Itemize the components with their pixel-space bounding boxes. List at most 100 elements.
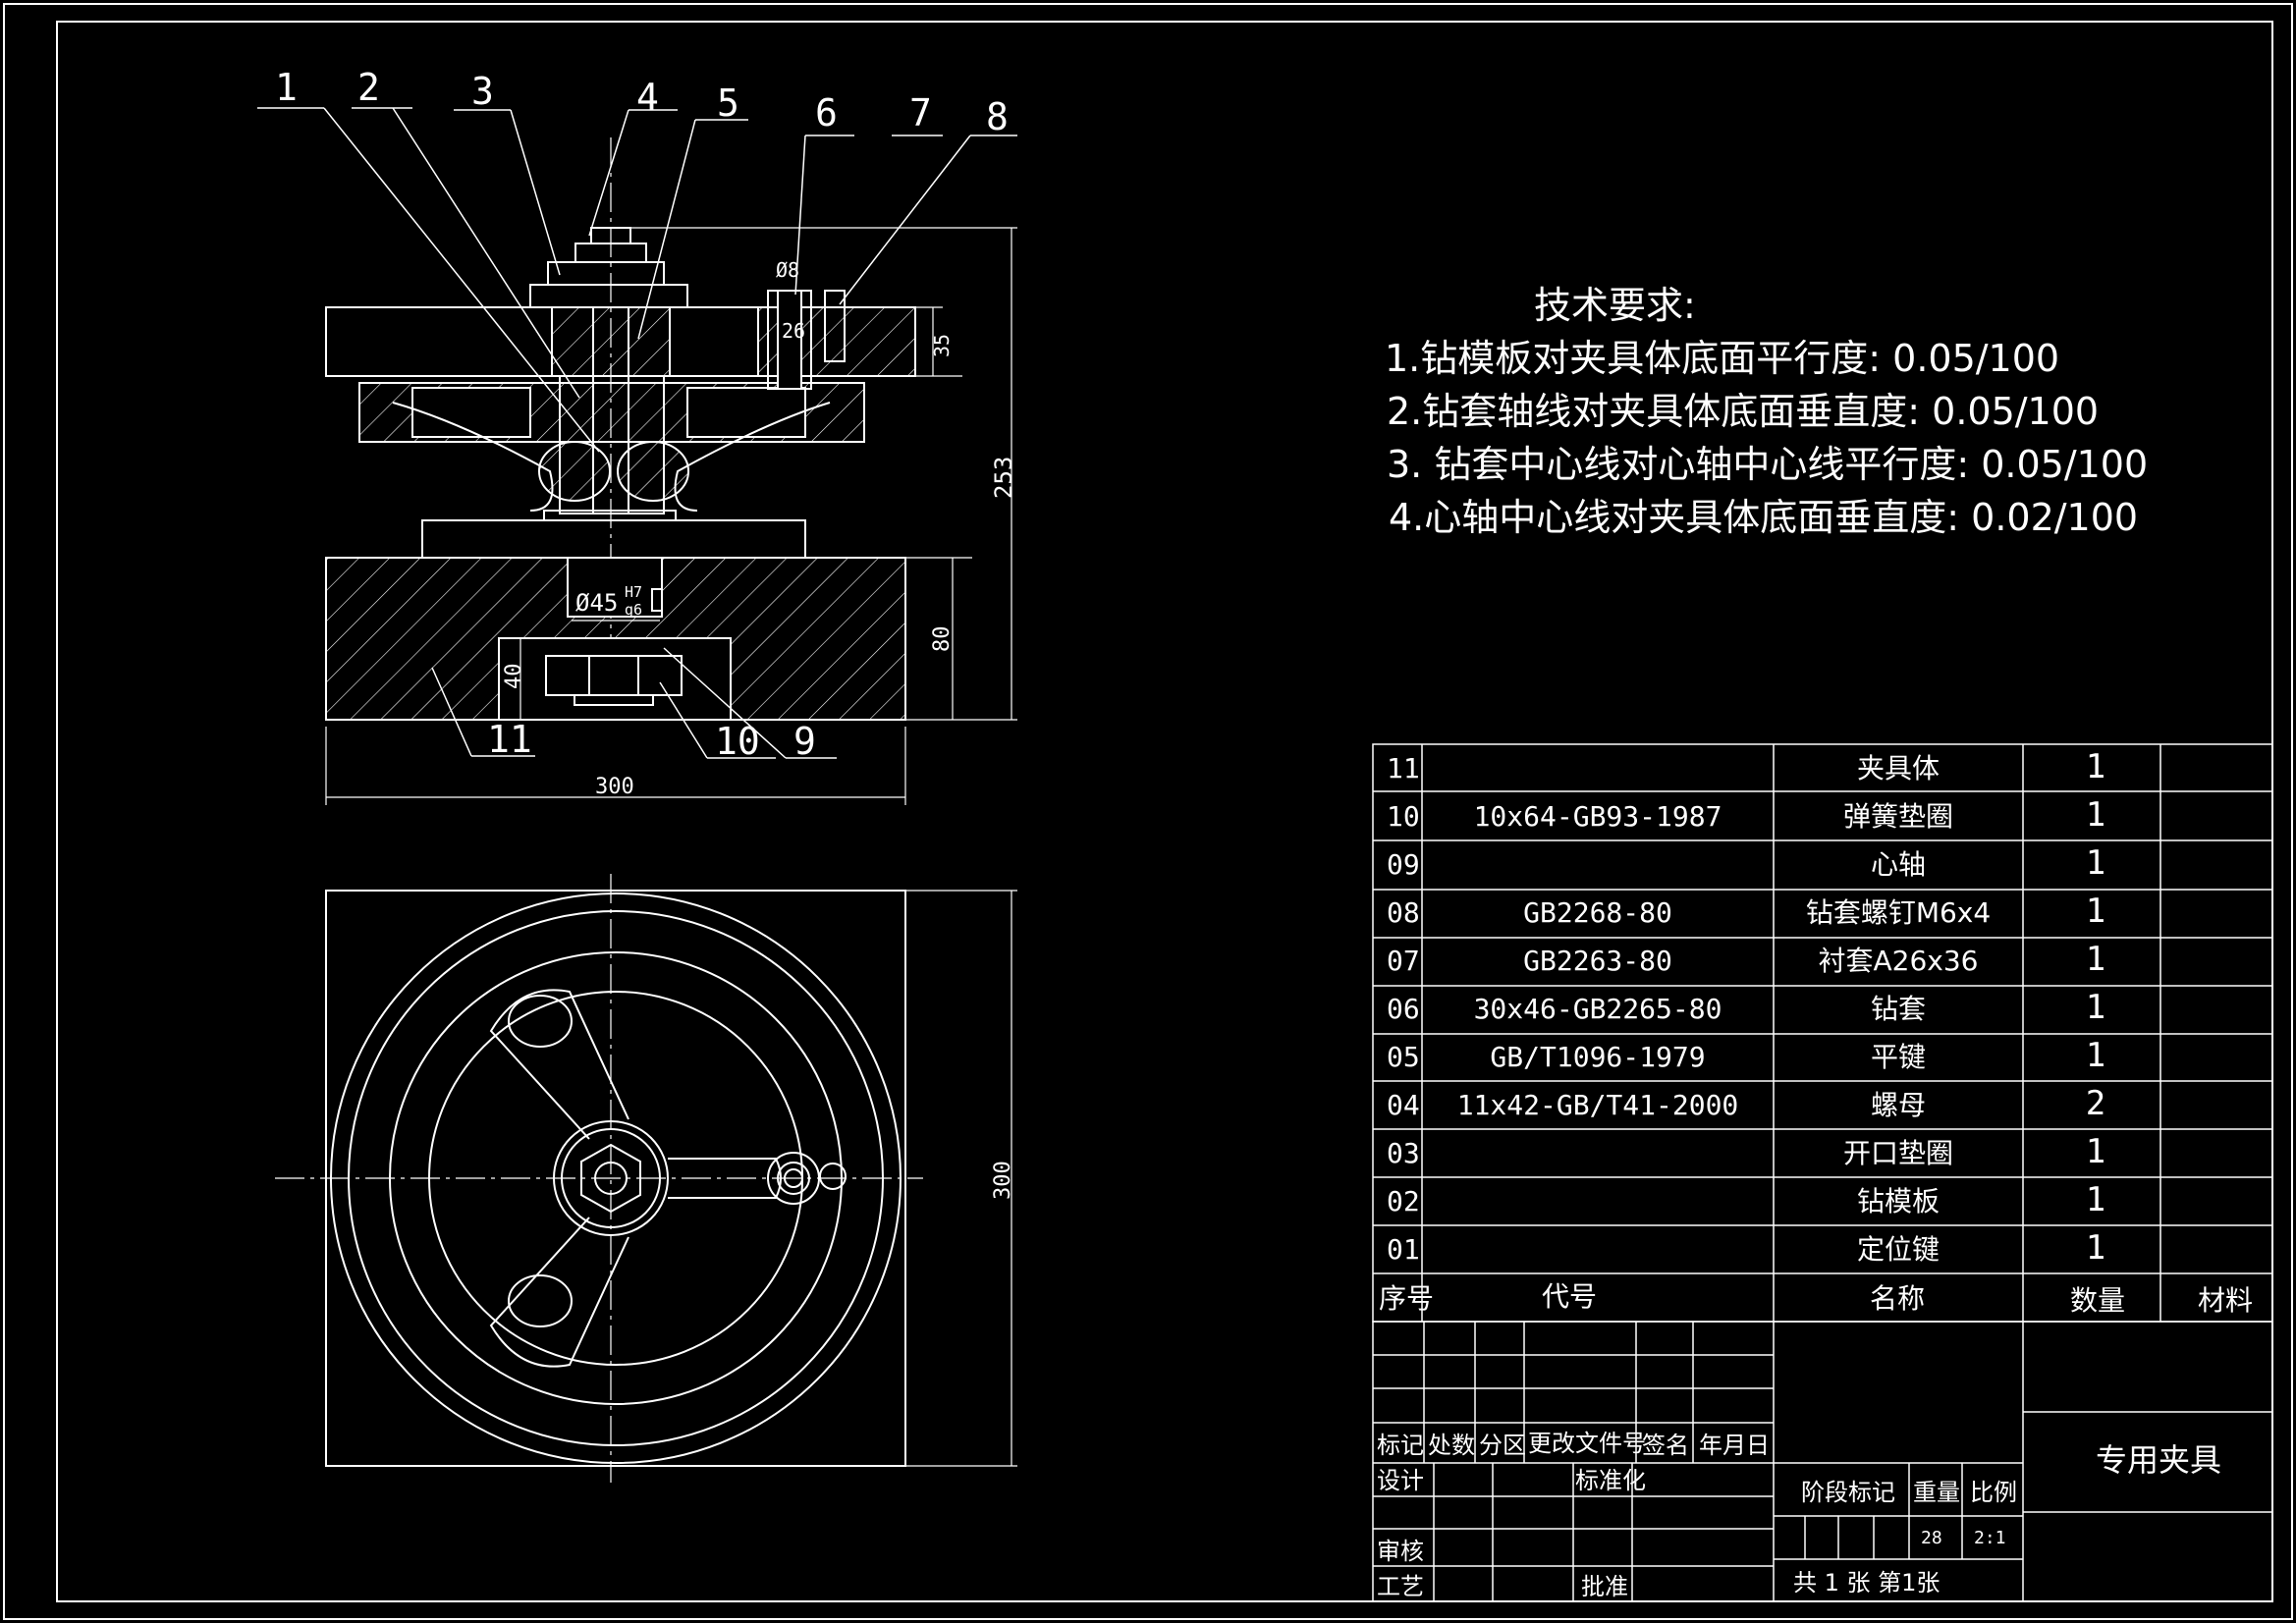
parts-row-10-code: 10x64-GB93-1987 (1474, 800, 1722, 833)
outer-border (3, 3, 2293, 1620)
parts-row-02-name: 钻模板 (1857, 1185, 1940, 1217)
tb-design: 设计 (1377, 1467, 1424, 1494)
rev-h-file: 更改文件号 (1528, 1430, 1646, 1457)
tech-req-title: 技术要求: (1534, 284, 1696, 327)
center-lines (275, 874, 923, 1483)
parts-row-03-qty: 1 (2086, 1132, 2105, 1171)
parts-row-05-qty: 1 (2086, 1036, 2105, 1075)
rev-h-mark: 标记 (1377, 1432, 1424, 1459)
header-qty: 数量 (2070, 1284, 2125, 1317)
front-section-view (325, 137, 916, 721)
dim-width: 300 (595, 775, 634, 799)
parts-row-11-name: 夹具体 (1857, 752, 1940, 784)
part-label-2: 2 (357, 66, 380, 109)
part-label-1: 1 (275, 66, 298, 109)
parts-row-06-qty: 1 (2086, 988, 2105, 1027)
parts-row-04-no: 04 (1387, 1089, 1420, 1121)
rev-h-sign: 签名 (1642, 1432, 1689, 1459)
tb-process: 工艺 (1377, 1573, 1424, 1600)
header-no: 序号 (1379, 1282, 1434, 1315)
parts-row-06-no: 06 (1387, 993, 1420, 1025)
parts-row-06-name: 钻套 (1871, 993, 1926, 1025)
part-label-5: 5 (717, 81, 739, 125)
dim-drill-diameter: Ø8 (776, 258, 799, 282)
technical-requirements: 技术要求: 1.钻模板对夹具体底面平行度: 0.05/100 2.钻套轴线对夹具… (1385, 284, 2148, 539)
parts-row-11-no: 11 (1387, 752, 1420, 784)
part-label-4: 4 (636, 76, 659, 119)
part-label-8: 8 (986, 95, 1009, 138)
parts-row-01-no: 01 (1387, 1233, 1420, 1266)
dimension-texts: Ø8 26 35 253 Ø45 H7 g6 80 40 300 300 (502, 258, 1017, 1200)
tb-standardize: 标准化 (1575, 1467, 1646, 1494)
dim-plate-thickness: 35 (930, 334, 954, 357)
parts-row-07-name: 衬套A26x36 (1819, 945, 1979, 977)
part-label-7: 7 (909, 91, 932, 135)
title-block: 标记 处数 分区 更改文件号 签名 年月日 设计 标准化 审核 工艺 批准 阶段… (1377, 1430, 2221, 1600)
tb-stage-mark: 阶段标记 (1801, 1479, 1895, 1506)
parts-row-03-name: 开口垫圈 (1843, 1137, 1953, 1169)
dim-fit-g6: g6 (625, 601, 642, 619)
parts-row-02-qty: 1 (2086, 1180, 2105, 1219)
parts-row-07-no: 07 (1387, 945, 1420, 977)
parts-row-01-qty: 1 (2086, 1228, 2105, 1268)
rev-h-zone: 分区 (1479, 1432, 1526, 1459)
tb-drawing-name: 专用夹具 (2096, 1441, 2221, 1479)
dim-bushing: 26 (782, 319, 805, 343)
part-label-10: 10 (715, 720, 760, 763)
parts-row-05-code: GB/T1096-1979 (1490, 1041, 1705, 1073)
header-name: 名称 (1870, 1282, 1925, 1315)
parts-row-10-name: 弹簧垫圈 (1843, 800, 1953, 833)
parts-row-07-code: GB2263-80 (1523, 945, 1672, 977)
parts-row-08-code: GB2268-80 (1523, 896, 1672, 929)
header-material: 材料 (2198, 1284, 2253, 1317)
parts-row-09-name: 心轴 (1871, 848, 1926, 881)
rev-h-date: 年月日 (1699, 1432, 1770, 1459)
tech-req-item-4: 4.心轴中心线对夹具体底面垂直度: 0.02/100 (1389, 496, 2138, 539)
parts-row-10-qty: 1 (2086, 795, 2105, 835)
tech-req-item-2: 2.钻套轴线对夹具体底面垂直度: 0.05/100 (1387, 390, 2099, 433)
parts-row-09-no: 09 (1387, 848, 1420, 881)
leader-lines (257, 107, 1017, 759)
part-label-3: 3 (471, 70, 494, 113)
tb-scale: 比例 (1970, 1479, 2017, 1506)
rev-h-count: 处数 (1428, 1432, 1475, 1459)
part-label-9: 9 (793, 720, 816, 763)
parts-row-03-no: 03 (1387, 1137, 1420, 1169)
parts-row-08-name: 钻套螺钉M6x4 (1806, 896, 1991, 929)
dim-total-height: 253 (990, 457, 1017, 499)
tech-req-item-1: 1.钻模板对夹具体底面平行度: 0.05/100 (1385, 337, 2059, 380)
parts-row-09-qty: 1 (2086, 843, 2105, 883)
header-code: 代号 (1542, 1280, 1597, 1313)
parts-row-01-name: 定位键 (1857, 1233, 1940, 1266)
parts-row-08-no: 08 (1387, 896, 1420, 929)
parts-row-07-qty: 1 (2086, 940, 2105, 979)
tb-weight: 重量 (1913, 1479, 1960, 1506)
parts-row-05-name: 平键 (1871, 1041, 1926, 1073)
part-label-6: 6 (815, 91, 838, 135)
parts-row-02-no: 02 (1387, 1185, 1420, 1217)
title-block-grid (1372, 1321, 2273, 1602)
part-number-labels: 1 2 3 4 5 6 7 8 9 10 11 (275, 66, 1009, 763)
parts-row-10-no: 10 (1387, 800, 1420, 833)
dim-pocket-depth: 40 (502, 664, 526, 690)
parts-row-08-qty: 1 (2086, 892, 2105, 931)
parts-list-header: 序号 代号 名称 数量 材料 (1379, 1280, 2253, 1317)
tb-approve: 批准 (1581, 1573, 1628, 1600)
dim-plan-height: 300 (991, 1161, 1015, 1200)
parts-row-11-qty: 1 (2086, 747, 2105, 786)
dim-fit: Ø45 (575, 589, 618, 617)
tb-sheets: 共 1 张 第1张 (1793, 1569, 1940, 1596)
parts-row-04-qty: 2 (2086, 1084, 2105, 1123)
tb-weight-value: 28 (1921, 1528, 1942, 1548)
parts-row-04-name: 螺母 (1871, 1089, 1926, 1121)
tech-req-item-3: 3. 钻套中心线对心轴中心线平行度: 0.05/100 (1387, 443, 2148, 486)
parts-row-05-no: 05 (1387, 1041, 1420, 1073)
parts-row-04-code: 11x42-GB/T41-2000 (1457, 1089, 1739, 1121)
part-label-11: 11 (487, 718, 532, 761)
dim-base-height: 80 (930, 626, 955, 653)
parts-row-06-code: 30x46-GB2265-80 (1474, 993, 1722, 1025)
tb-scale-value: 2:1 (1974, 1528, 2006, 1548)
dimension-lines (325, 227, 1017, 1467)
